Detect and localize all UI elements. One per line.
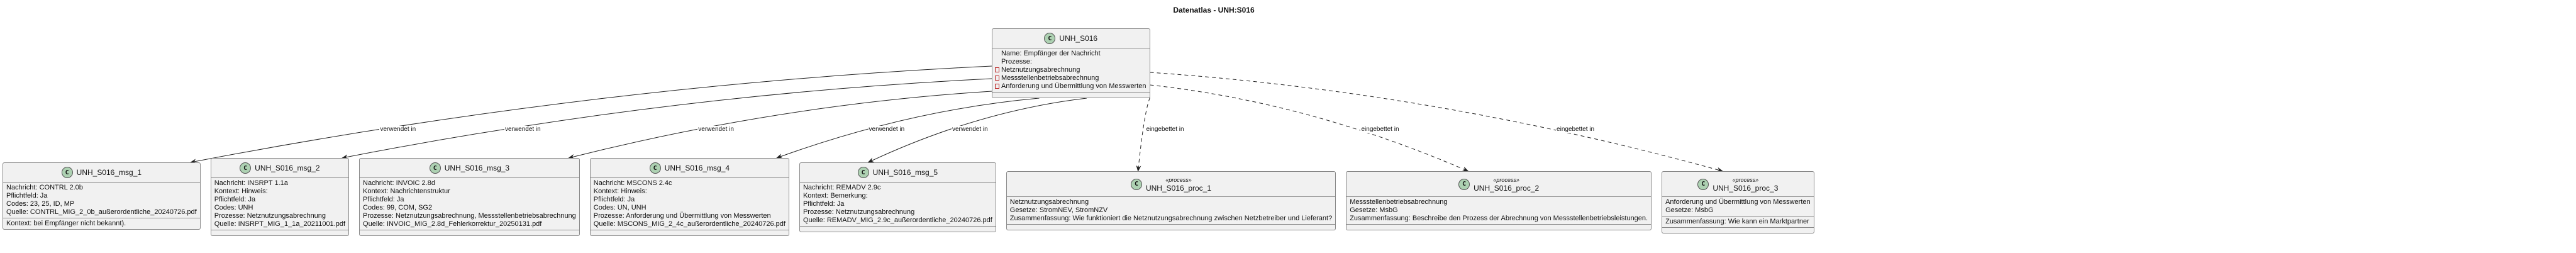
edge-label: verwendet in xyxy=(697,126,735,133)
class-icon: C xyxy=(1130,178,1142,190)
field: Pflichtfeld: Ja xyxy=(802,200,845,208)
field: Kontext: Nachrichtenstruktur xyxy=(363,188,450,195)
stereotype: «process» xyxy=(1493,176,1519,183)
edge-2 xyxy=(568,91,992,159)
edge-6 xyxy=(1150,84,1469,172)
class-name: UNH_S016_msg_3 xyxy=(444,164,510,172)
field: Codes: UN, UNH xyxy=(593,204,647,211)
field: Zusammenfassung: Wie kann ein Marktpartn… xyxy=(1665,218,1809,225)
class-name: UNH_S016_msg_2 xyxy=(255,164,320,172)
class-name: UNH_S016_msg_4 xyxy=(664,164,730,172)
edge-label: verwendet in xyxy=(504,126,541,133)
field: Messstellenbetriebsabrechnung xyxy=(1350,198,1448,206)
field: Quelle: CONTRL_MIG_2_0b_außerordentliche… xyxy=(6,208,197,216)
field: Prozesse: Anforderung und Übermittlung v… xyxy=(593,212,771,220)
class-proc-3[interactable]: C «process»UNH_S016_proc_3 Anforderung un… xyxy=(1662,171,1814,233)
edge-5 xyxy=(1136,97,1150,172)
field: Nachricht: CONTRL 2.0b xyxy=(6,184,83,191)
field: Gesetze: MsbG xyxy=(1350,206,1398,214)
field: Netznutzungsabrechnung xyxy=(1009,198,1089,206)
field: Quelle: INSRPT_MIG_1_1a_20211001.pdf xyxy=(214,220,346,228)
field: Quelle: MSCONS_MIG_2_4c_außerordentliche… xyxy=(593,220,786,228)
edge-label: verwendet in xyxy=(379,126,417,133)
field: Nachricht: MSCONS 2.4c xyxy=(593,179,672,187)
field: Name: Empfänger der Nachricht xyxy=(1001,50,1101,57)
field: Zusammenfassung: Wie funktioniert die Ne… xyxy=(1009,215,1333,222)
field: Quelle: REMADV_MIG_2.9c_außerordentliche… xyxy=(802,216,992,224)
edge-label: eingebettet in xyxy=(1556,126,1596,133)
field: Codes: UNH xyxy=(214,204,253,211)
class-icon: C xyxy=(1044,33,1056,44)
field: Kontext: Hinweis: xyxy=(214,188,268,195)
field: Kontext: Bemerkung: xyxy=(802,192,868,200)
edge-label: eingebettet in xyxy=(1360,126,1400,133)
edge-label: verwendet in xyxy=(868,126,906,133)
class-icon: C xyxy=(857,167,869,178)
field: Anforderung und Übermittlung von Messwer… xyxy=(1665,198,1811,206)
diagram-title: Datenatlas - UNH:S016 xyxy=(1173,6,1255,14)
class-name: UNH_S016 xyxy=(1059,34,1098,43)
field: Kontext: Hinweis: xyxy=(593,188,647,195)
edge-1 xyxy=(341,78,992,160)
edge-label: verwendet in xyxy=(951,126,989,133)
field: Gesetze: StromNEV, StromNZV xyxy=(1009,206,1108,214)
process-item: Messstellenbetriebsabrechnung xyxy=(1001,74,1099,82)
field: Pflichtfeld: Ja xyxy=(593,196,635,203)
edge-7 xyxy=(1150,72,1724,172)
field: Nachricht: INVOIC 2.8d xyxy=(363,179,435,187)
stereotype: «process» xyxy=(1732,176,1759,183)
class-name: UNH_S016_proc_1 xyxy=(1145,183,1212,193)
class-proc-1[interactable]: C «process»UNH_S016_proc_1 Netznutzungsab… xyxy=(1006,171,1336,230)
field: Nachricht: REMADV 2.9c xyxy=(802,184,881,191)
field: Prozesse: Netznutzungsabrechnung, Messst… xyxy=(363,212,576,220)
class-icon: C xyxy=(1697,178,1709,190)
stereotype: «process» xyxy=(1165,176,1192,183)
class-icon: C xyxy=(429,162,441,174)
class-proc-2[interactable]: C «process»UNH_S016_proc_2 Messstellenbet… xyxy=(1346,171,1652,230)
class-icon: C xyxy=(240,162,252,174)
field: Zusammenfassung: Beschreibe den Prozess … xyxy=(1350,215,1648,222)
field: Pflichtfeld: Ja xyxy=(214,196,256,203)
field: Gesetze: MsbG xyxy=(1665,206,1714,214)
private-bullet-icon xyxy=(995,84,999,89)
field: Pflichtfeld: Ja xyxy=(363,196,404,203)
class-icon: C xyxy=(649,162,661,174)
field: Prozesse: Netznutzungsabrechnung xyxy=(214,212,326,220)
process-item: Anforderung und Übermittlung von Messwer… xyxy=(1001,82,1146,90)
private-bullet-icon xyxy=(995,76,999,81)
edge-0 xyxy=(189,65,992,164)
field: Prozesse: xyxy=(1001,58,1032,65)
field: Codes: 99, COM, SG2 xyxy=(363,204,433,211)
class-name: UNH_S016_msg_1 xyxy=(76,168,142,177)
field: Nachricht: INSRPT 1.1a xyxy=(214,179,288,187)
class-icon: C xyxy=(1458,178,1470,190)
field: Quelle: INVOIC_MIG_2.8d_Fehlerkorrektur_… xyxy=(363,220,542,228)
field: Pflichtfeld: Ja xyxy=(6,192,48,200)
field: Kontext: bei Empfänger nicht bekannt). xyxy=(6,220,126,227)
field: Prozesse: Netznutzungsabrechnung xyxy=(802,208,915,216)
edge-label: eingebettet in xyxy=(1145,126,1185,133)
private-bullet-icon xyxy=(995,67,999,73)
field: Codes: 23, 25, ID, MP xyxy=(6,200,75,208)
edge-4 xyxy=(867,98,1087,163)
process-item: Netznutzungsabrechnung xyxy=(1001,66,1080,74)
class-name: UNH_S016_proc_3 xyxy=(1713,183,1779,193)
class-name: UNH_S016_msg_5 xyxy=(872,168,938,177)
class-icon: C xyxy=(61,167,73,178)
edge-3 xyxy=(776,98,1040,159)
class-name: UNH_S016_proc_2 xyxy=(1474,183,1540,193)
